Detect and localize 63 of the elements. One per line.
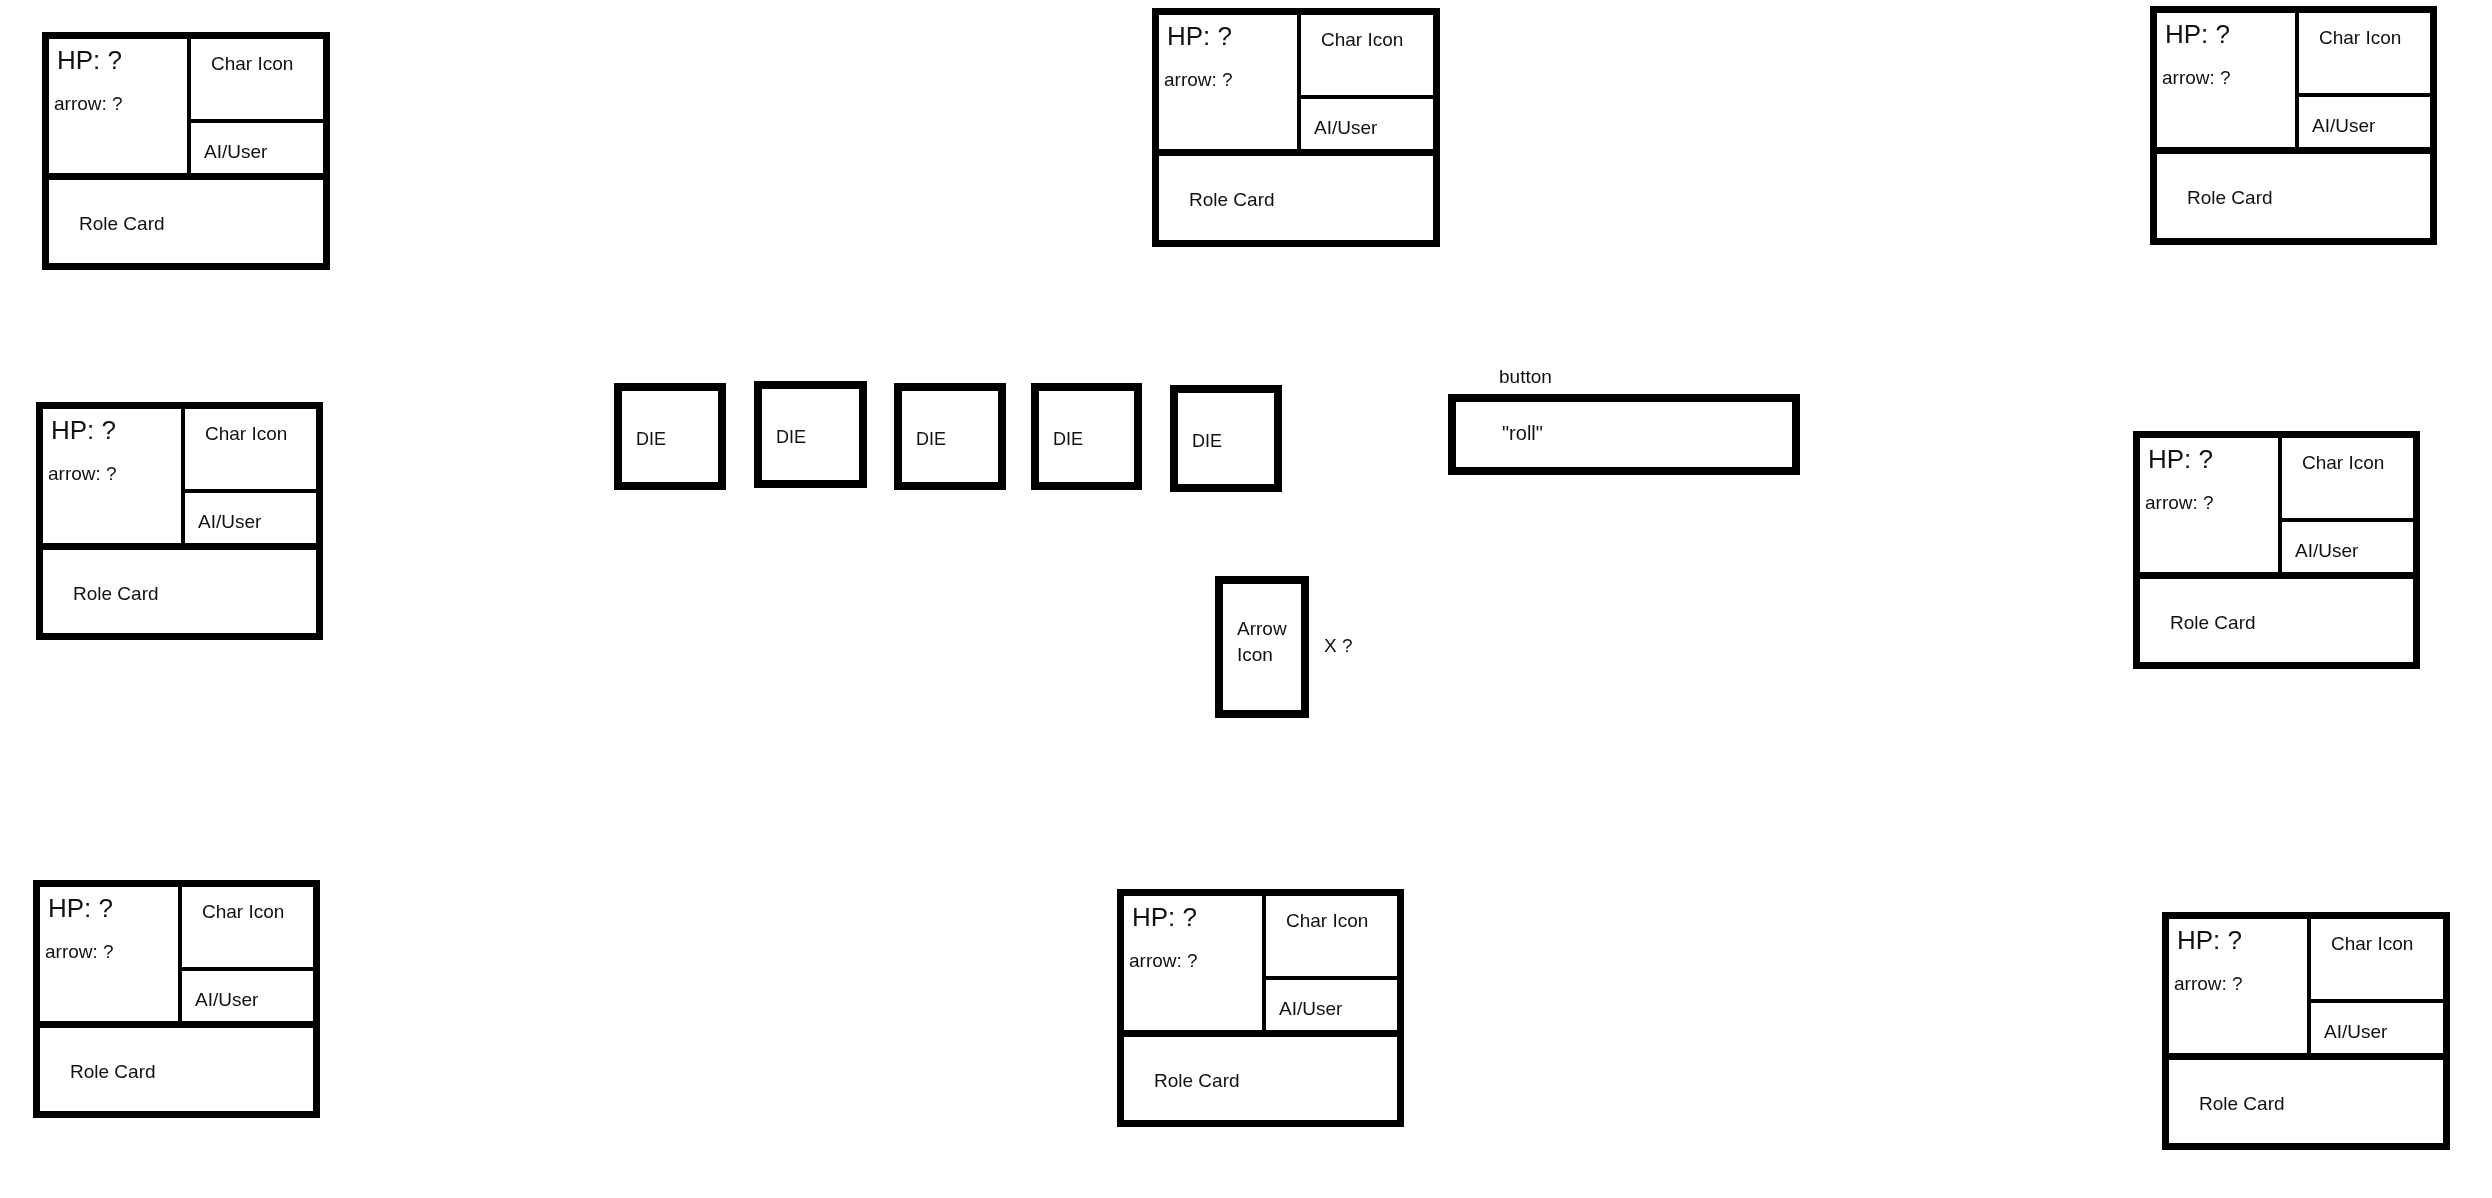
die-box	[894, 383, 1006, 490]
player-panel	[42, 32, 330, 270]
role-card-label: Role Card	[73, 583, 159, 605]
arrow-count-label: arrow: ?	[2162, 67, 2231, 89]
hp-label: HP: ?	[2148, 445, 2214, 475]
die-label: DIE	[1192, 431, 1222, 452]
arrow-count-label: arrow: ?	[1129, 950, 1198, 972]
arrow-count-label: arrow: ?	[1164, 69, 1233, 91]
character-icon-label: Char Icon	[205, 423, 288, 445]
button-caption: button	[1499, 366, 1552, 388]
action-button: "roll"	[1448, 394, 1800, 475]
character-icon-label: Char Icon	[2331, 933, 2414, 955]
role-card-label: Role Card	[79, 213, 165, 235]
role-card-label: Role Card	[1189, 189, 1275, 211]
character-icon-label: Char Icon	[1286, 910, 1369, 932]
role-card-label: Role Card	[70, 1061, 156, 1083]
player-panel	[36, 402, 323, 640]
arrow-icon-label: Arrow Icon	[1237, 617, 1288, 667]
hp-label: HP: ?	[2165, 20, 2231, 50]
ai-user-label: AI/User	[195, 989, 259, 1011]
player-panel	[33, 880, 320, 1118]
arrow-count-label: arrow: ?	[2174, 973, 2243, 995]
hp-label: HP: ?	[2177, 926, 2243, 956]
character-icon-label: Char Icon	[202, 901, 285, 923]
die-label: DIE	[636, 429, 666, 450]
die-label: DIE	[1053, 429, 1083, 450]
hp-label: HP: ?	[57, 46, 123, 76]
arrow-icon-frame	[1215, 576, 1309, 718]
ai-user-label: AI/User	[2295, 540, 2359, 562]
role-card-label: Role Card	[2170, 612, 2256, 634]
player-panel	[1152, 8, 1440, 247]
arrow-count-label: X ?	[1324, 635, 1353, 657]
die-box	[614, 383, 726, 490]
arrow-count-label: arrow: ?	[2145, 492, 2214, 514]
die-label: DIE	[776, 427, 806, 448]
ai-user-label: AI/User	[2312, 115, 2376, 137]
role-card-label: Role Card	[2187, 187, 2273, 209]
player-panel	[1117, 889, 1404, 1127]
ai-user-label: AI/User	[198, 511, 262, 533]
player-panel	[2133, 431, 2420, 669]
character-icon-label: Char Icon	[2319, 27, 2402, 49]
die-box	[754, 381, 867, 488]
player-panel	[2150, 6, 2437, 245]
character-icon-label: Char Icon	[1321, 29, 1404, 51]
die-box	[1031, 383, 1142, 490]
die-label: DIE	[916, 429, 946, 450]
ai-user-label: AI/User	[2324, 1021, 2388, 1043]
player-panel	[2162, 912, 2450, 1150]
hp-label: HP: ?	[1167, 22, 1233, 52]
arrow-count-label: arrow: ?	[54, 93, 123, 115]
character-icon-label: Char Icon	[211, 53, 294, 75]
ai-user-label: AI/User	[204, 141, 268, 163]
hp-label: HP: ?	[48, 894, 114, 924]
die-box	[1170, 385, 1282, 492]
arrow-count-label: arrow: ?	[48, 463, 117, 485]
ai-user-label: AI/User	[1279, 998, 1343, 1020]
character-icon-label: Char Icon	[2302, 452, 2385, 474]
hp-label: HP: ?	[1132, 903, 1198, 933]
arrow-count-label: arrow: ?	[45, 941, 114, 963]
ai-user-label: AI/User	[1314, 117, 1378, 139]
role-card-label: Role Card	[1154, 1070, 1240, 1092]
hp-label: HP: ?	[51, 416, 117, 446]
role-card-label: Role Card	[2199, 1093, 2285, 1115]
